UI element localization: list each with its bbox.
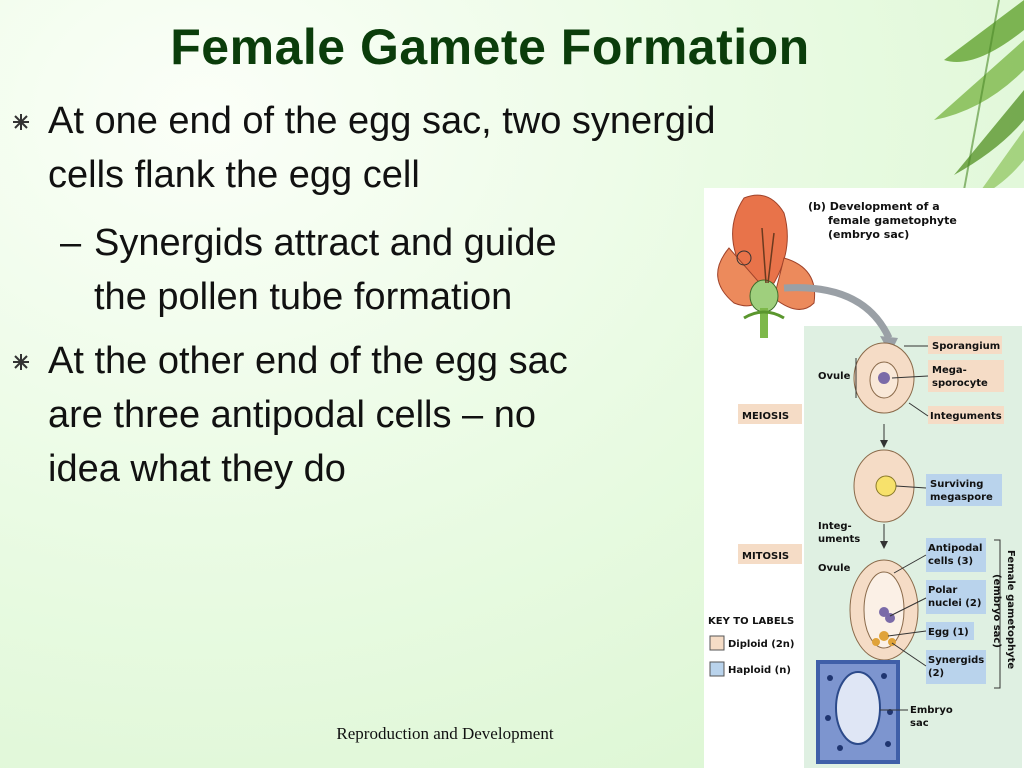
down-arrow-icon	[880, 541, 888, 549]
megasporocyte-label-box	[928, 360, 1004, 392]
embryo-sac-micrograph	[816, 660, 900, 764]
figure-heading-3: (embryo sac)	[828, 228, 909, 241]
polar-label-2: nuclei (2)	[928, 598, 981, 609]
ovule-stage-1	[853, 342, 915, 414]
flower-illustration	[717, 194, 816, 338]
arrow-to-ovule	[783, 284, 893, 340]
integuments-short-label-1: Integ-	[818, 521, 852, 532]
sporangium-label: Sporangium	[932, 341, 1000, 352]
key-title: KEY TO LABELS	[708, 616, 794, 627]
synergids-label-box	[926, 650, 986, 684]
surviving-megaspore-label-box	[926, 474, 1002, 506]
slide-footer: Reproduction and Development	[336, 724, 554, 743]
side-label-1: Female gametophyte	[1005, 550, 1016, 669]
synergids-label-2: (2)	[928, 668, 944, 679]
ovule-stage-2	[853, 449, 915, 523]
diploid-key-label: Diploid (2n)	[728, 639, 794, 650]
synergids-label-1: Synergids	[928, 655, 984, 666]
figure-heading-1: (b) Development of a	[808, 200, 940, 213]
embryo-sac-label-1: Embryo	[910, 705, 953, 716]
bullet-2-text: At the other end of the egg sac are thre…	[48, 340, 568, 490]
side-label-2: (embryo sac)	[991, 574, 1002, 648]
mitosis-label: MITOSIS	[742, 551, 789, 562]
antipodal-label-2: cells (3)	[928, 556, 973, 567]
megasporocyte-label-1: Mega-	[932, 365, 967, 376]
egg-label: Egg (1)	[928, 627, 969, 638]
haploid-key-label: Haploid (n)	[728, 665, 791, 676]
haploid-swatch	[709, 661, 725, 677]
ovule-stage-3	[849, 559, 919, 661]
gametophyte-bracket	[994, 539, 1001, 689]
sub-bullet-dash: –	[60, 222, 82, 264]
integuments-label-box	[928, 406, 1004, 424]
polar-label-1: Polar	[928, 585, 957, 596]
egg-label-box	[926, 622, 974, 640]
meiosis-label-box	[738, 404, 802, 424]
integuments-label: Integuments	[930, 411, 1002, 422]
figure-heading-2: female gametophyte	[828, 214, 957, 227]
antipodal-label-1: Antipodal	[928, 543, 982, 554]
surviving-megaspore-label-2: megaspore	[930, 492, 993, 503]
bamboo-leaves-decoration	[934, 0, 1024, 200]
gametophyte-figure: (b) Development of a female gametophyte …	[704, 188, 1024, 768]
asterisk-bullet-icon	[10, 334, 38, 388]
diploid-swatch	[709, 635, 725, 651]
ovule-top-label: Ovule	[818, 371, 851, 382]
polar-label-box	[926, 580, 986, 614]
figure-diagram: (b) Development of a female gametophyte …	[708, 194, 1022, 768]
asterisk-bullet-icon	[10, 94, 38, 148]
surviving-megaspore-label-1: Surviving	[930, 479, 983, 490]
antipodal-label-box	[926, 538, 986, 572]
bullet-1-text: At one end of the egg sac, two synergid …	[48, 100, 716, 196]
sub-bullet-text: Synergids attract and guide the pollen t…	[94, 222, 557, 318]
down-arrow-icon	[880, 440, 888, 448]
megasporocyte-label-2: sporocyte	[932, 378, 988, 389]
ovule-bottom-label: Ovule	[818, 563, 851, 574]
embryo-sac-label-2: sac	[910, 718, 929, 729]
sporangium-label-box	[928, 336, 1002, 354]
mitosis-label-box	[738, 544, 802, 564]
meiosis-label: MEIOSIS	[742, 411, 789, 422]
integuments-short-label-2: uments	[818, 534, 860, 545]
slide-title: Female Gamete Formation	[170, 19, 810, 75]
